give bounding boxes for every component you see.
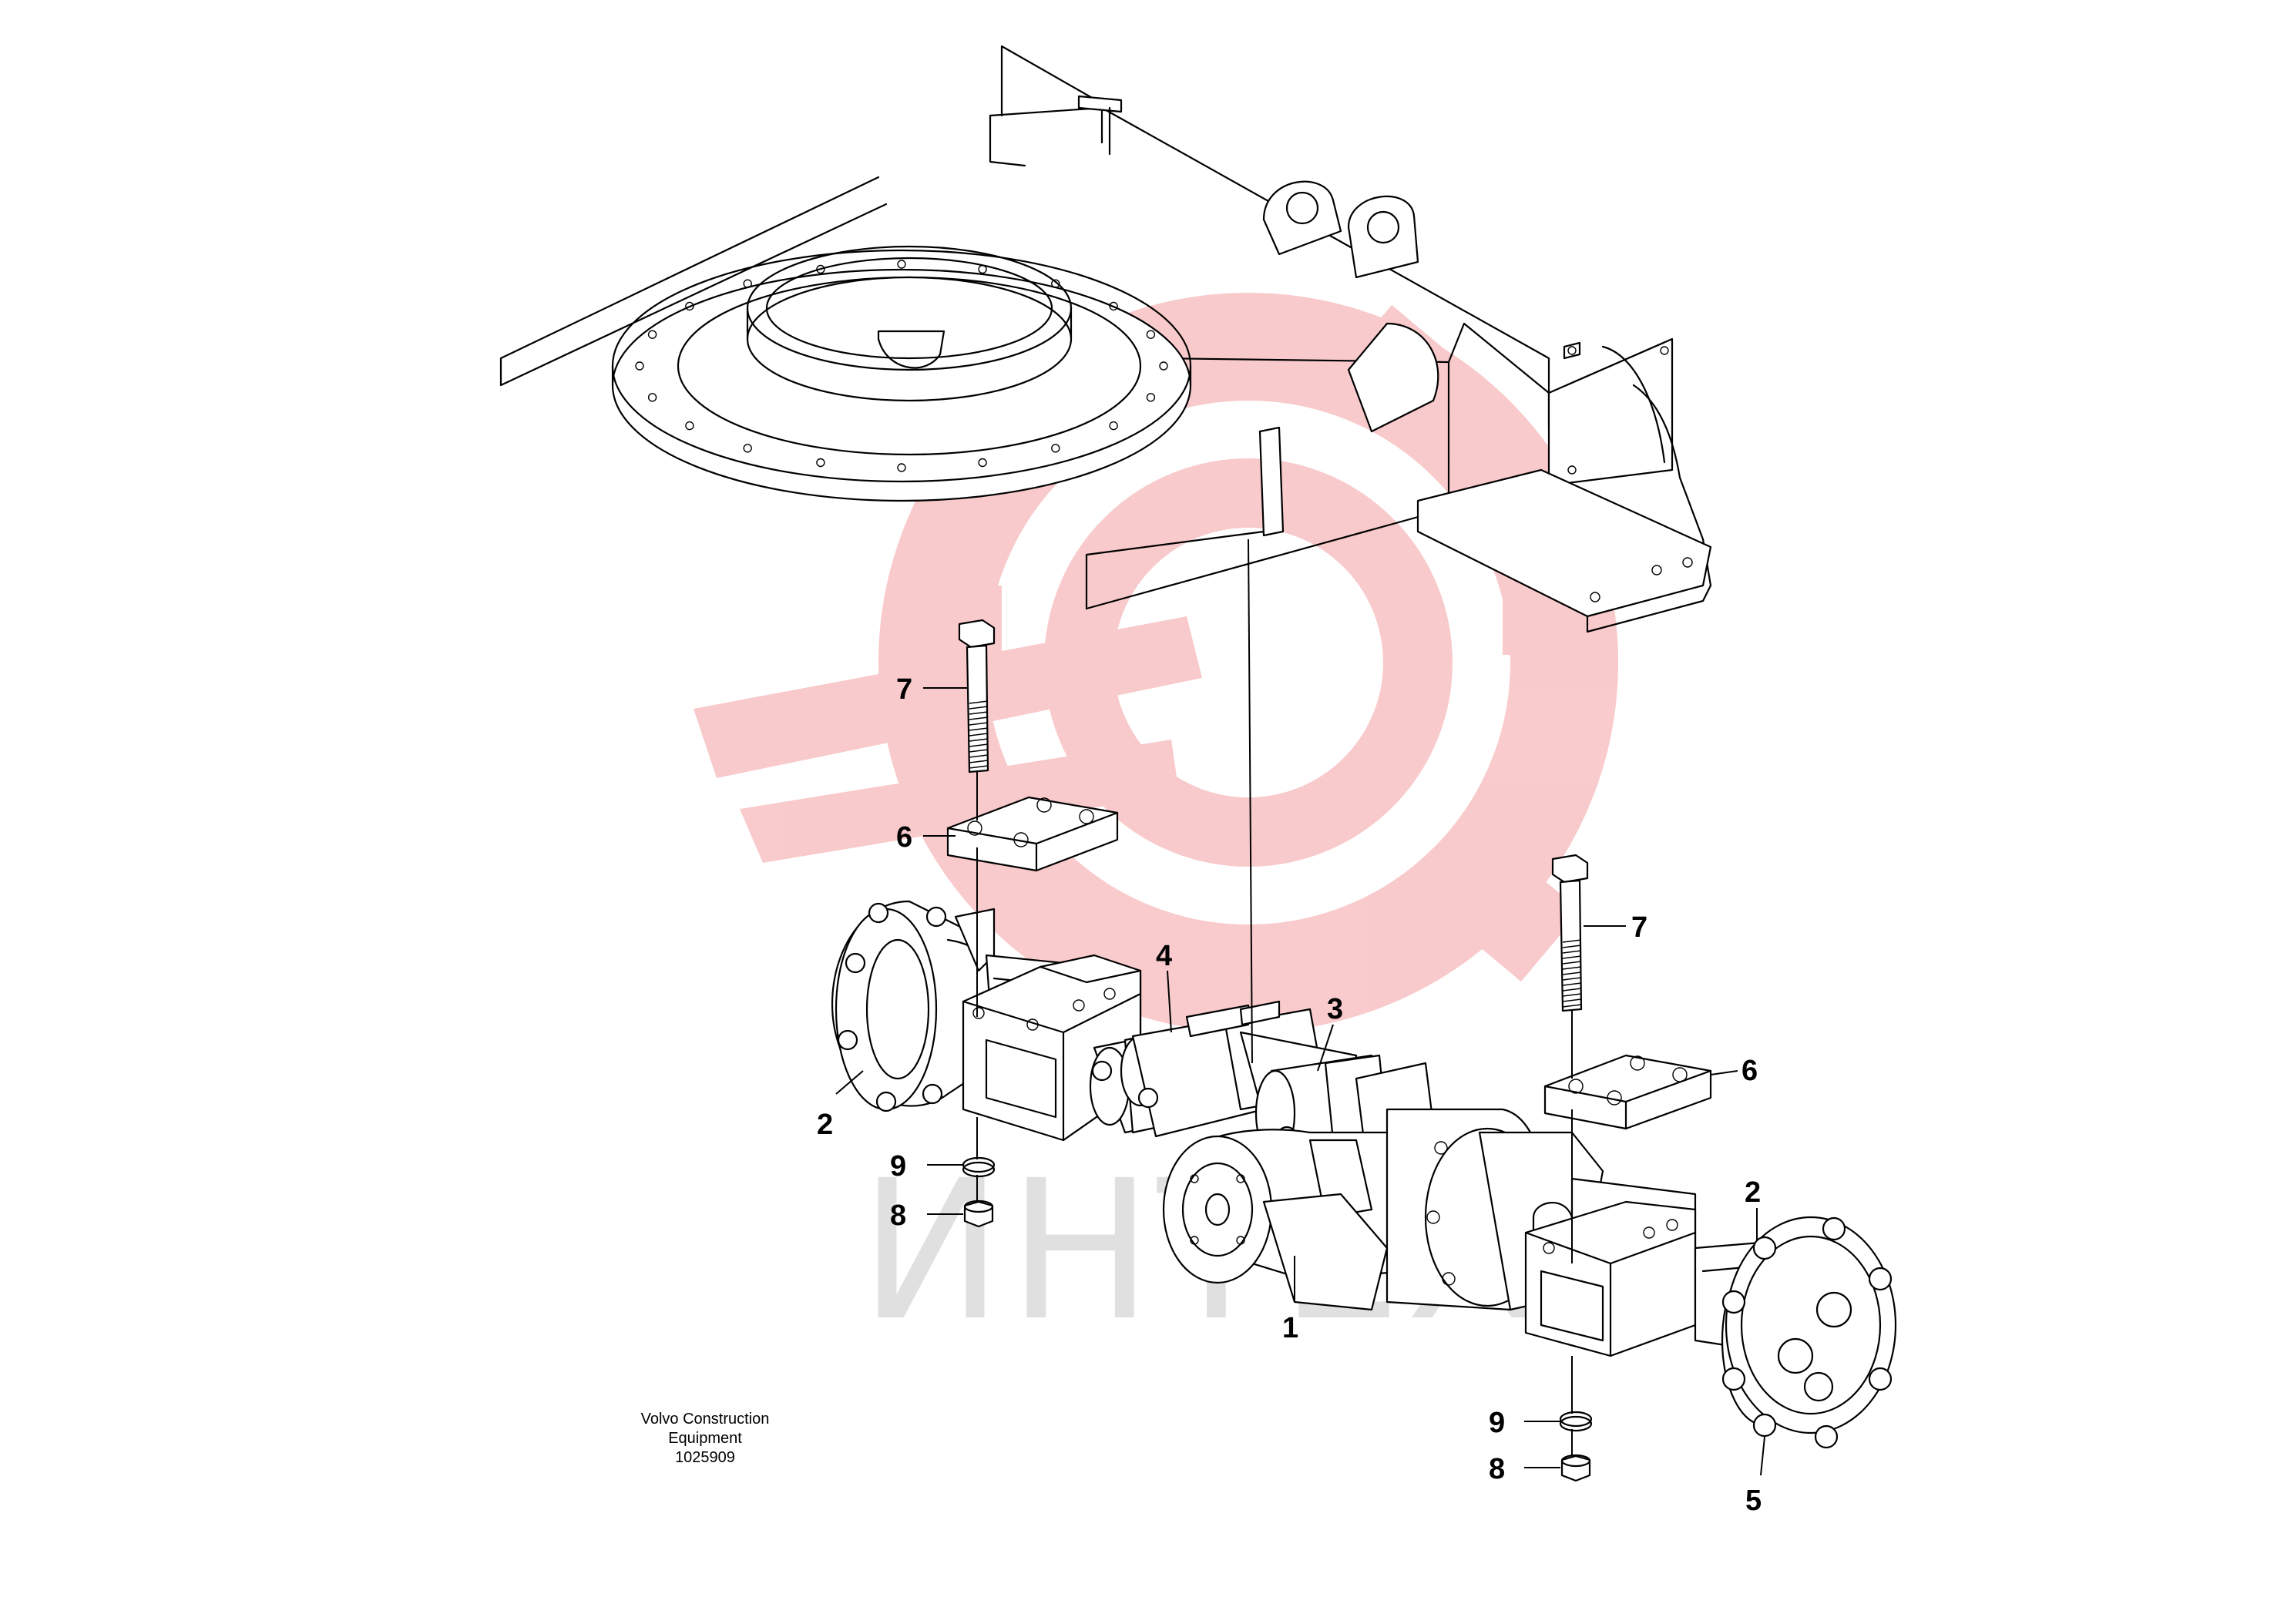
bolt-thread [1562, 950, 1582, 954]
front-axle-assembly [831, 900, 1897, 1449]
ring-bolt-hole [1146, 330, 1156, 339]
nut-right [1560, 1454, 1591, 1482]
mounting-plate-right [1543, 1054, 1712, 1130]
bolt-thread [1562, 998, 1582, 1002]
bolt-thread [969, 706, 989, 710]
ring-bolt-hole [978, 264, 987, 274]
bolt-thread [969, 727, 989, 731]
bolt-thread [1562, 988, 1582, 992]
callout-6-left: 6 [896, 821, 912, 854]
bolt-thread [1562, 955, 1582, 959]
ring-bolt-hole [816, 458, 825, 468]
callout-7-left: 7 [896, 673, 912, 706]
nut-left [963, 1200, 994, 1228]
bolt-thread [1562, 982, 1582, 986]
callout-3: 3 [1327, 993, 1343, 1025]
mounting-bolt-left [958, 619, 996, 773]
washer-right [1559, 1411, 1593, 1432]
callout-labels: 7 6 4 3 2 9 8 1 7 6 2 9 8 5 [817, 673, 1762, 1517]
bolt-thread [1562, 966, 1582, 970]
callout-8-left: 8 [890, 1200, 906, 1232]
bolt-thread [969, 722, 989, 726]
credit-line-3: 1025909 [675, 1449, 735, 1466]
callout-1: 1 [1282, 1312, 1298, 1344]
ring-bolt-hole [978, 458, 987, 468]
bolt-thread [969, 700, 989, 704]
bolt-thread [969, 754, 989, 758]
credit-line-1: Volvo Construction [641, 1411, 770, 1428]
manufacturer-credit: Volvo Construction Equipment 1025909 [641, 1411, 770, 1466]
callout-2-right: 2 [1745, 1176, 1761, 1209]
ring-bolt-hole [1051, 279, 1060, 288]
bolt-thread [1562, 945, 1582, 948]
bolt-thread [1562, 1004, 1582, 1008]
ring-bolt-hole [635, 361, 644, 371]
ring-bolt-hole [1146, 393, 1156, 402]
callout-7-right: 7 [1631, 911, 1647, 944]
ring-bolt-hole [685, 301, 694, 311]
ring-bolt-hole [743, 279, 752, 288]
ring-bolt-hole [1159, 361, 1168, 371]
callout-6-right: 6 [1741, 1055, 1758, 1087]
bolt-thread [969, 760, 989, 763]
callout-9-left: 9 [890, 1150, 906, 1183]
bolt-thread [969, 733, 989, 737]
bolt-thread [969, 716, 989, 720]
bolt-thread [969, 765, 989, 769]
bolt-thread [1562, 939, 1582, 943]
bolt-thread [969, 743, 989, 747]
mounting-plate-left [946, 796, 1119, 872]
callout-9-right: 9 [1489, 1407, 1505, 1439]
bolt-thread [969, 749, 989, 753]
ring-bolt-hole [743, 444, 752, 453]
callout-2-left: 2 [817, 1109, 833, 1141]
bolt-thread [1562, 993, 1582, 997]
ring-bolt-holes [635, 260, 1168, 472]
ring-bolt-hole [1109, 421, 1118, 431]
chassis-frame [499, 45, 1712, 633]
ring-bolt-hole [685, 421, 694, 431]
callout-8-right: 8 [1489, 1453, 1505, 1485]
ring-bolt-hole [647, 330, 657, 339]
bolt-thread [1562, 977, 1582, 981]
ring-bolt-hole [816, 264, 825, 274]
ring-bolt-hole [1051, 444, 1060, 453]
bolt-thread [1562, 961, 1582, 965]
bolt-thread [969, 711, 989, 715]
bolt-thread [1562, 971, 1582, 975]
ring-bolt-hole [1109, 301, 1118, 311]
ring-bolt-hole [647, 393, 657, 402]
callout-4: 4 [1156, 940, 1172, 972]
callout-5: 5 [1745, 1485, 1762, 1517]
callout-leaders [835, 687, 1765, 1476]
ring-bolt-hole [897, 260, 906, 269]
ring-bolt-hole [897, 463, 906, 472]
assembly-lines [976, 539, 1573, 1456]
mounting-bolt-right [1551, 854, 1589, 1012]
bolt-thread [969, 738, 989, 742]
credit-line-2: Equipment [668, 1430, 742, 1447]
